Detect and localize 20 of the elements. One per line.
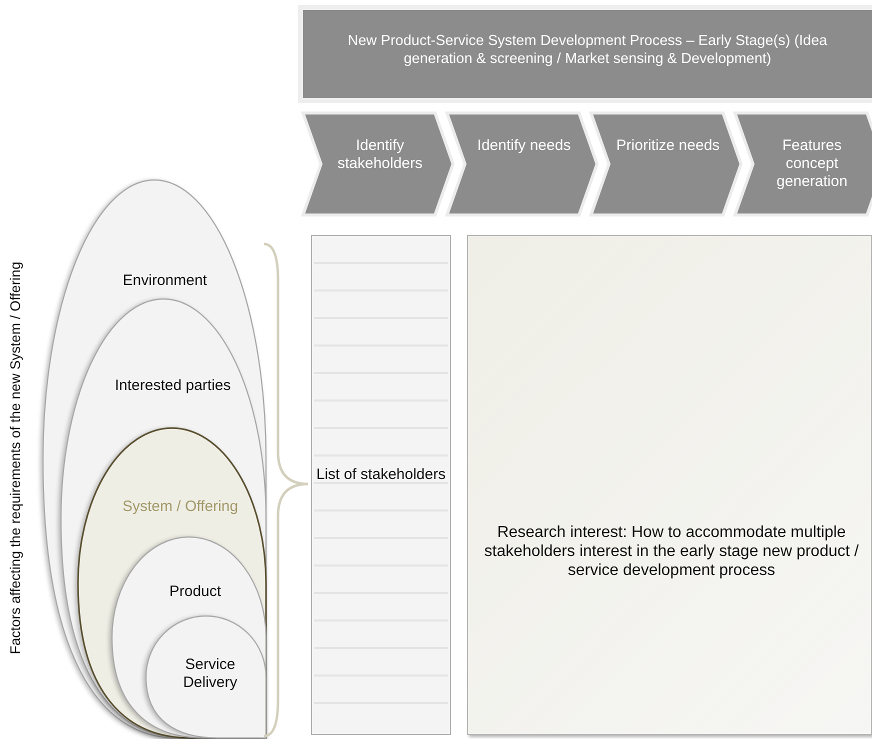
- chevron-step: [447, 113, 597, 215]
- node-label: Identify needs: [476, 137, 572, 155]
- node-label: System / Offering: [121, 498, 240, 516]
- node-label: Interested parties: [114, 377, 232, 395]
- axis-caption: Factors affecting the requirements of the new System / Offering: [7, 262, 23, 654]
- chevron-step: [591, 113, 741, 215]
- node-label: Environment: [122, 272, 208, 290]
- node-label: List of stakeholders: [315, 466, 447, 484]
- list-panel: [311, 235, 451, 735]
- chevron-step: [735, 113, 872, 215]
- research-panel: [467, 235, 872, 735]
- chevron-step: [303, 113, 453, 215]
- node-label: Product: [168, 583, 222, 601]
- process-banner: [303, 10, 872, 98]
- node-label: Service Delivery: [182, 656, 238, 692]
- node-label: Features concept generation: [776, 137, 848, 191]
- node-label: Identify stakeholders: [336, 137, 424, 173]
- node-label: New Product-Service System Development Process – Early Stage(s) (Idea generation & screening / Market sensing & Development): [346, 32, 828, 68]
- node-label: Prioritize needs: [615, 137, 721, 155]
- node-label: Research interest: How to accommodate multiple stakeholders interest in the early stage new product / service development process: [483, 523, 860, 580]
